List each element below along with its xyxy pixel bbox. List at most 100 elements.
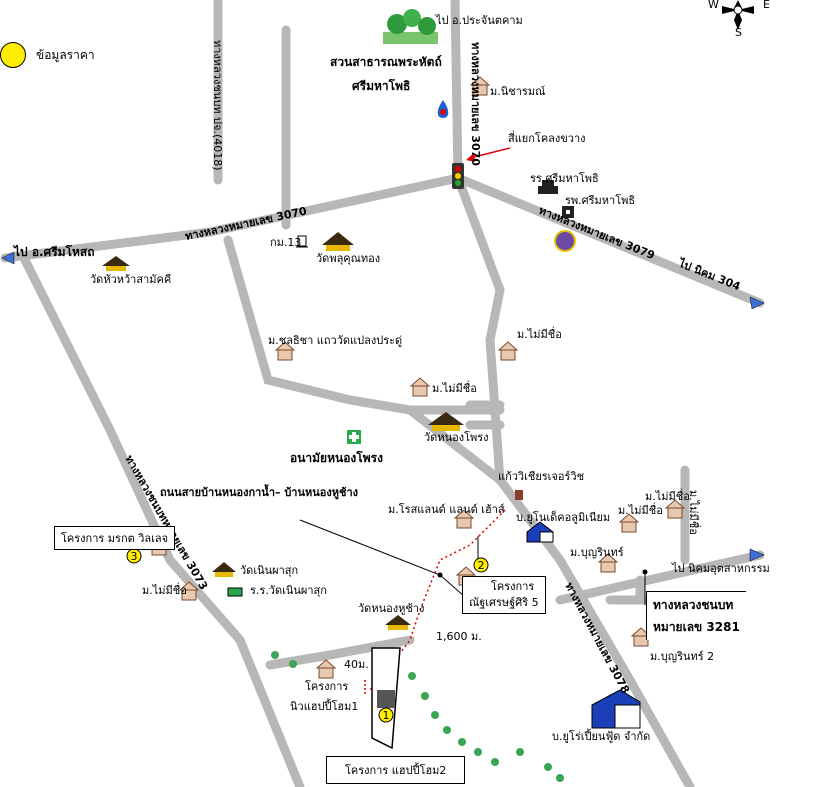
- project1-box[interactable]: โครงการ แฮปปี้โฮม2: [326, 756, 466, 784]
- house-icon: [315, 659, 337, 679]
- house-icon: [453, 509, 475, 529]
- label-wat-noenphasuk: วัดเนินผาสุก: [240, 564, 298, 577]
- label-school: รร.ศรีมหาโพธิ: [530, 171, 599, 185]
- arrow-east-icon: [749, 296, 765, 310]
- road-label-3070-north: ทางหลวงหมายเลข 3070: [469, 42, 482, 166]
- label-health: อนามัยหนองโพรง: [290, 450, 383, 465]
- road-local-north: [223, 235, 505, 415]
- distance-1600: 1,600 ม.: [436, 630, 482, 643]
- dest-north: ไป อ.ประจันตคาม: [435, 14, 523, 27]
- traffic-light-icon: [452, 163, 464, 189]
- project2-label-line1: โครงการ: [491, 580, 535, 593]
- temple-icon: [212, 562, 236, 577]
- house-icon: [178, 581, 200, 601]
- project3-label: โครงการ มรกต วิลเลจ: [61, 532, 169, 545]
- road-local-link: [405, 405, 505, 485]
- pointer-dot: [437, 572, 443, 578]
- junction-arrow-icon: [466, 153, 475, 162]
- road-3073: [20, 255, 305, 787]
- distance-40: 40ม.: [344, 658, 369, 671]
- house-icon: [597, 553, 619, 573]
- road-label-3073: ทางหลวงชนบทหมายเลข 3073: [122, 453, 210, 592]
- label-kaewwichien: แก้ววิเชียรเจอร์วิช: [498, 470, 584, 483]
- house-icon: [469, 76, 491, 96]
- tree-dots: [271, 651, 564, 782]
- house-icon: [274, 341, 296, 361]
- pointer-local-road: [299, 519, 481, 611]
- label-wat-nongphrong: วัดหนองโพรง: [424, 430, 489, 444]
- project2-box[interactable]: โครงการ ณัฐเศรษฐ์ศิริ 5: [462, 576, 546, 614]
- house-icon: [409, 377, 431, 397]
- parcel-grid: [377, 690, 395, 708]
- label-proj-nui2: นิวแฮปปี้โฮม1: [290, 698, 358, 713]
- legend-label: ข้อมูลราคา: [36, 47, 95, 62]
- project-markers: 1 2 3: [126, 548, 489, 723]
- label-eurofood: บ.ยูโร่เปี้ยนฟู้ด จำกัด: [552, 728, 650, 743]
- label-hospital: รพ.ศรีมหาโพธิ: [565, 193, 635, 207]
- label-school-noen: ร.ร.วัดเนินผาสุก: [250, 584, 327, 597]
- road-label-local: ถนนสายบ้านหนองกาน้ำ– บ้านหนองหูช้าง: [160, 484, 358, 500]
- health-cross-icon: [347, 430, 361, 444]
- road-3281-box: ทางหลวงชนบท หมายเลข 3281: [646, 591, 746, 640]
- temple-seal-icon: [554, 230, 576, 252]
- route-dotted: [369, 509, 506, 691]
- compass-e: E: [763, 0, 770, 11]
- project-marker-1-number: 1: [383, 709, 390, 722]
- label-no-name5: ม.ไม่มีชื่อ: [687, 490, 702, 535]
- label-no-name4: ม.ไม่มีชื่อ: [645, 488, 690, 503]
- label-no-name3: ม.ไม่มีชื่อ: [618, 502, 663, 517]
- temple-icon: [102, 256, 130, 271]
- label-no-name6: ม.ไม่มีชื่อ: [142, 582, 187, 597]
- road-label-3079: ทางหลวงหมายเลข 3079: [537, 204, 657, 262]
- road-local-stubs: [465, 400, 505, 430]
- factory-small-icon: [515, 490, 523, 500]
- gas-station-icon: [437, 100, 449, 118]
- project3-box[interactable]: โครงการ มรกต วิลเลจ: [54, 526, 176, 550]
- house-icons: [148, 76, 686, 679]
- house-icon: [630, 627, 652, 647]
- project-marker-3-number: 3: [131, 550, 138, 563]
- label-wat-phukhunthong: วัดพลุคุณทอง: [316, 252, 380, 265]
- label-wat-nonghuchang: วัดหนองหูช้าง: [358, 602, 424, 615]
- legend: ข้อมูลราคา: [0, 42, 95, 68]
- arrow-west-icon: [1, 251, 15, 265]
- project1-label: โครงการ แฮปปี้โฮม2: [345, 764, 447, 777]
- house-icon: [618, 513, 640, 533]
- road-3070-north: [450, 0, 463, 183]
- house-icon: [664, 499, 686, 519]
- label-junction: สี่แยกโคลงขวาง: [508, 130, 586, 145]
- road-3281: [555, 550, 765, 605]
- project-marker-2-number: 2: [478, 559, 485, 572]
- label-park2: ศรีมหาโพธิ: [352, 78, 410, 93]
- arrow-east2-icon: [749, 548, 765, 562]
- temple-icons: [102, 232, 464, 630]
- label-no-name2: ม.ไม่มีชื่อ: [432, 380, 477, 395]
- temple-icon: [385, 615, 411, 630]
- compass-w: W: [708, 0, 719, 11]
- road-3079: [453, 173, 765, 308]
- project2-label-line2: ณัฐเศรษฐ์ศิริ 5: [469, 596, 539, 609]
- label-bunrin2: ม.บุญรินทร์ 2: [650, 650, 714, 663]
- legend-marker-icon: [0, 42, 26, 68]
- compass-s: S: [735, 26, 742, 39]
- label-bunrin: ม.บุญรินทร์: [570, 546, 624, 559]
- road-network: [0, 0, 765, 787]
- compass-icon: W E S: [708, 0, 770, 39]
- label-park1: สวนสาธารณพระหัตถ์: [330, 55, 442, 69]
- pointer-lines: [299, 519, 481, 611]
- label-proj-nui1: โครงการ: [305, 679, 348, 693]
- factory-icon: [526, 521, 554, 543]
- road-3070-west: [0, 173, 463, 263]
- project-marker-2[interactable]: [473, 557, 489, 573]
- factory-large-icon: [591, 689, 641, 729]
- dest-east2: ไป นิคมอุตสาหกรรม: [671, 562, 770, 575]
- park-trees-icon: [383, 9, 438, 44]
- label-km13: กม.13: [270, 236, 301, 249]
- road-3281-label-1: ทางหลวงชนบท: [653, 598, 734, 612]
- school-noen-icon: [227, 587, 243, 597]
- temple-icon: [322, 232, 354, 251]
- road-3281-label-2: หมายเลข 3281: [653, 620, 740, 634]
- project-marker-1[interactable]: [378, 707, 394, 723]
- school-flag-icon: [538, 180, 558, 194]
